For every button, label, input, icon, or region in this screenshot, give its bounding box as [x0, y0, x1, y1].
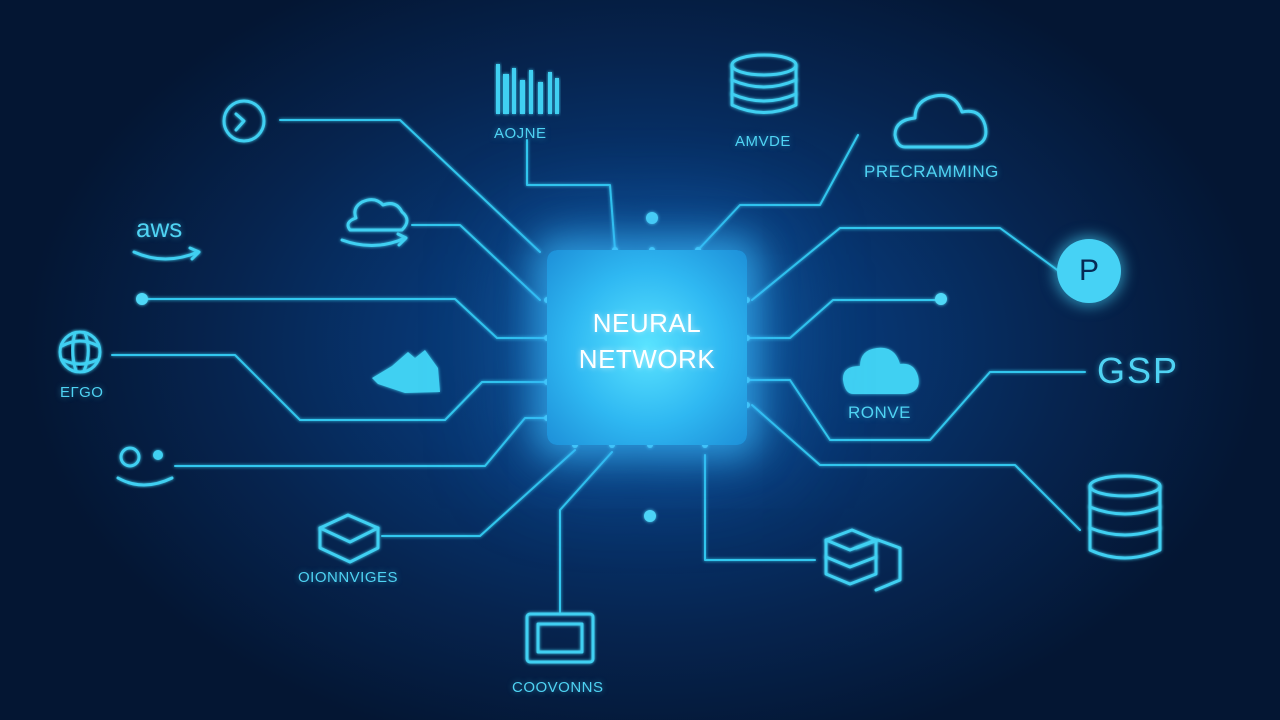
wire-top-center	[526, 139, 616, 251]
chip-title: NEURAL NETWORK	[578, 308, 716, 374]
wire-gsp	[749, 371, 1086, 441]
wire-right-dot	[749, 299, 941, 339]
aws-label: aws	[136, 213, 183, 243]
wire-left-label	[111, 354, 546, 421]
wire-dot-right	[935, 293, 947, 305]
right-cloud-label: RONVE	[848, 403, 911, 422]
bottom-left-label: OIONNVIGES	[298, 569, 399, 586]
wire-dot-bottom	[644, 510, 656, 522]
wire-dot-left	[136, 293, 148, 305]
cloud-arrow-icon	[340, 198, 409, 248]
monitor-icon	[525, 612, 595, 672]
bar-columns-icon	[496, 64, 559, 114]
database-icon	[730, 53, 798, 114]
people-icon	[116, 446, 174, 487]
wire-left-dot	[142, 298, 546, 339]
aws-logo-icon	[132, 246, 201, 261]
hand-cloud-icon	[372, 350, 440, 393]
gsp-label: GSP	[1097, 350, 1180, 391]
wire-aws-cloud	[411, 224, 541, 301]
database-large-icon	[1088, 474, 1162, 560]
neural-network-chip	[547, 250, 747, 445]
top-right-label: PRECRAMMING	[864, 162, 999, 181]
p-badge: P	[1057, 239, 1121, 303]
wire-bottom-right	[704, 454, 816, 561]
wire-top-left	[279, 119, 541, 253]
wire-dot-top	[646, 212, 658, 224]
wire-right-db	[751, 404, 1081, 531]
left-label: ЕГGO	[60, 384, 104, 401]
gauge-stand-icon	[220, 76, 270, 154]
cloud-filled-icon	[842, 347, 919, 394]
wire-top-right	[697, 134, 859, 251]
top-mid-label: AMVDE	[735, 133, 791, 150]
bottom-center-label: COOVONNS	[512, 679, 604, 696]
boxes-stack-icon	[824, 528, 902, 592]
wire-bottom-left-box	[381, 449, 576, 537]
top-center-label: AOJNE	[494, 125, 547, 142]
globe-chat-icon	[58, 330, 102, 374]
wire-p-node	[751, 227, 1061, 301]
wire-bottom-center	[559, 451, 613, 613]
box-icon	[318, 513, 380, 564]
wire-lower-left	[174, 417, 546, 467]
cloud-outline-icon	[893, 93, 988, 149]
